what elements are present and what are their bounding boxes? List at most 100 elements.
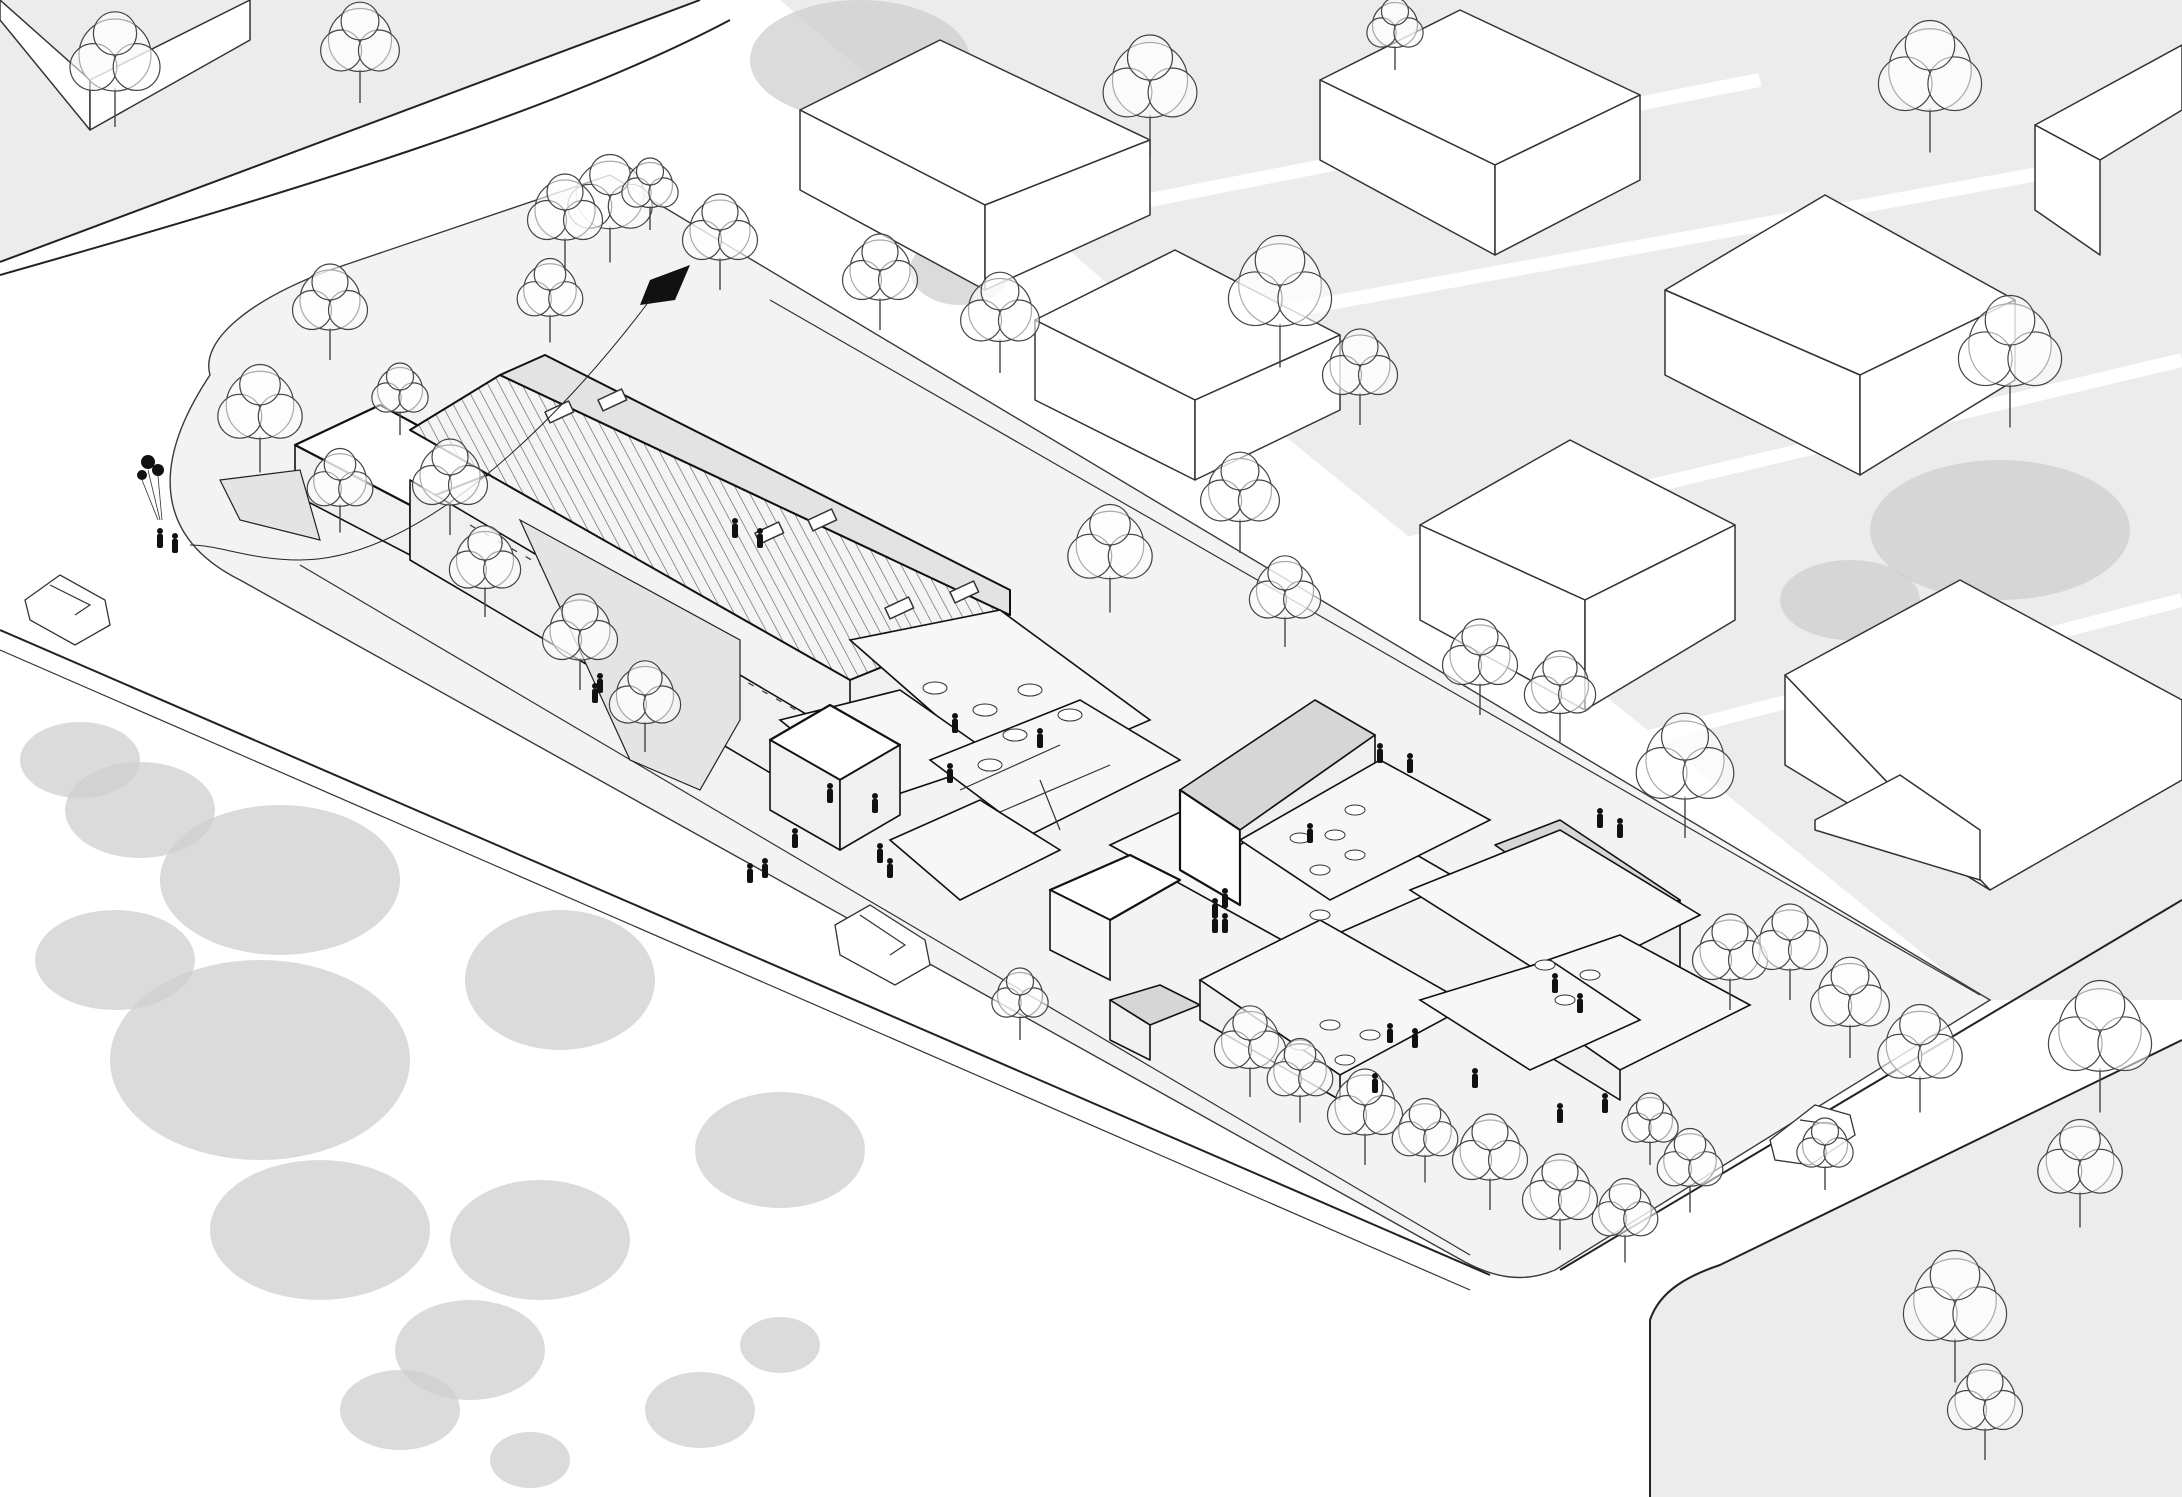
tree-crown	[385, 362, 415, 391]
person	[827, 783, 833, 803]
tree	[541, 593, 619, 690]
parked-cars	[24, 574, 1856, 1166]
person	[762, 858, 768, 878]
car	[24, 574, 111, 646]
tree-crown	[1220, 451, 1260, 491]
person	[1597, 808, 1603, 828]
side-deck	[518, 518, 741, 791]
tree	[991, 967, 1049, 1040]
shadow-blob	[160, 805, 400, 955]
street-trees	[69, 0, 2153, 1460]
tree	[1248, 555, 1322, 647]
tree-crown	[1357, 354, 1399, 396]
tree-crown	[1089, 503, 1131, 546]
tree	[1227, 234, 1333, 368]
tree-crown	[1232, 1005, 1268, 1041]
table-set	[922, 681, 1601, 1066]
street-curb-right	[1559, 899, 2182, 1271]
tree-crown	[1477, 644, 1519, 686]
tree-crown	[1984, 294, 2036, 346]
tree	[1591, 1177, 1659, 1263]
person	[887, 858, 893, 878]
tree-crown	[861, 233, 899, 271]
tree-crown	[1471, 1113, 1509, 1151]
tree-crown	[1966, 1363, 2004, 1401]
tree	[1441, 618, 1519, 715]
tree-crown	[1648, 1112, 1679, 1143]
tree	[1366, 0, 1424, 70]
person	[1552, 973, 1558, 993]
tree-crown	[642, 685, 682, 724]
tree	[320, 1, 400, 103]
tree-crown	[1298, 1061, 1334, 1097]
shadow-blob	[210, 1160, 430, 1300]
person	[1212, 913, 1218, 933]
tree-crown	[1823, 1137, 1854, 1168]
tree-crown	[1847, 984, 1890, 1027]
tree-crown	[2007, 331, 2063, 387]
shadow-blob	[645, 1372, 755, 1448]
tree-crown	[1771, 903, 1809, 941]
tree	[1656, 1127, 1724, 1213]
tree	[448, 525, 522, 617]
street-curb-upper	[0, 19, 731, 276]
tree-crown	[1541, 1153, 1579, 1191]
tree-crown	[562, 199, 604, 241]
tree-crown	[431, 438, 469, 476]
tree-crown	[648, 177, 679, 208]
person	[747, 863, 753, 883]
tree-crown	[635, 157, 665, 186]
person	[172, 533, 178, 553]
tree-crown	[1557, 675, 1597, 714]
tree	[1635, 712, 1735, 838]
tree	[1877, 19, 1983, 153]
tree	[217, 363, 303, 473]
tree-crown	[2077, 1148, 2123, 1194]
tree-crown	[533, 257, 567, 291]
shadow-blob	[65, 762, 215, 858]
tree	[1751, 903, 1829, 1000]
person	[1222, 888, 1228, 908]
tree-crown	[1635, 1092, 1665, 1121]
tree-crown	[1237, 479, 1280, 522]
tree-crown	[239, 363, 281, 406]
tree-crown	[627, 660, 663, 696]
tree-crown	[577, 619, 619, 661]
tree-crown	[1688, 1151, 1724, 1187]
tree-crown	[1408, 1097, 1442, 1131]
tree-crown	[1005, 967, 1035, 996]
tree	[1266, 1037, 1334, 1123]
tree-crown	[1542, 650, 1578, 686]
tree-crown	[548, 281, 584, 317]
tree	[608, 660, 682, 752]
tree-crown	[2059, 1118, 2101, 1161]
tree	[1877, 1003, 1963, 1113]
person	[757, 528, 763, 548]
tree	[291, 263, 369, 360]
tree	[1521, 1153, 1599, 1250]
tree-crown	[1018, 987, 1049, 1018]
tree-crown	[467, 525, 503, 561]
tree-crown	[2097, 1016, 2153, 1072]
person	[1602, 1093, 1608, 1113]
tree-crown	[561, 593, 599, 631]
tree	[371, 362, 429, 435]
tree-crown	[1682, 747, 1735, 799]
street-curb-lower-right	[1649, 1039, 2182, 1497]
foliage-shadows	[20, 0, 2130, 1488]
tree-crown	[1107, 533, 1153, 579]
person	[877, 843, 883, 863]
tree	[1691, 913, 1769, 1010]
people-silhouettes	[157, 518, 1623, 1123]
tree-crown	[717, 219, 759, 261]
tree	[1326, 1068, 1404, 1165]
street-edge-main	[0, 649, 1471, 1291]
person	[792, 828, 798, 848]
tree	[1321, 328, 1399, 425]
shadow-blob	[1870, 460, 2130, 600]
tree-crown	[482, 550, 522, 589]
tree-crown	[398, 382, 429, 413]
person	[1407, 753, 1413, 773]
